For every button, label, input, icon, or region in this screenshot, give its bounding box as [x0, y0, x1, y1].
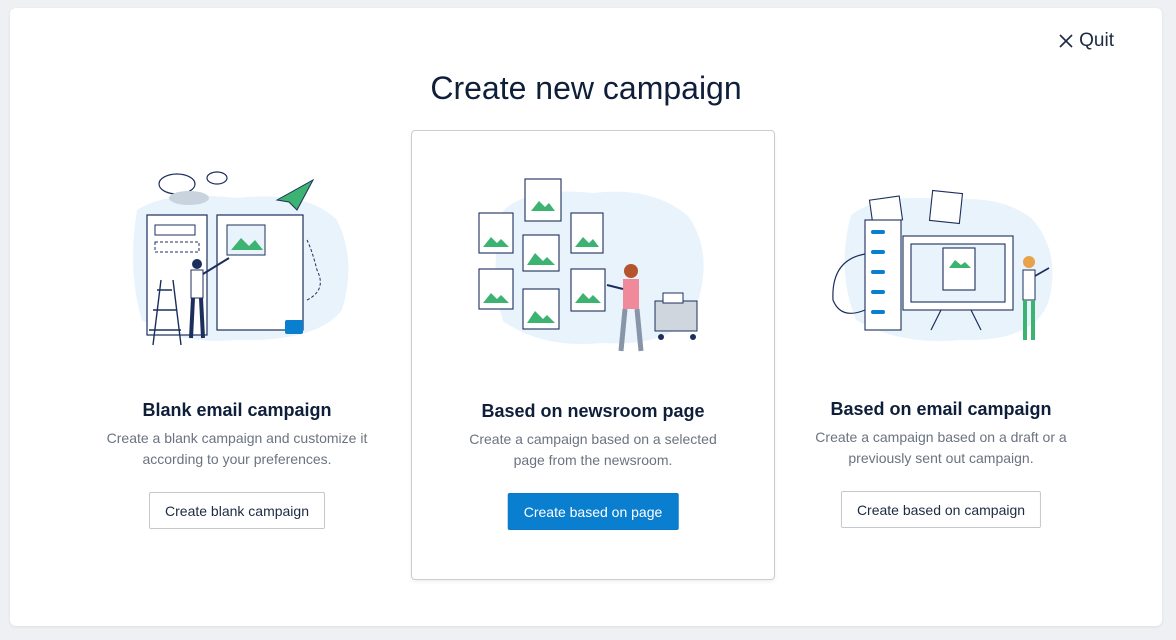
card-title: Blank email campaign — [142, 400, 332, 420]
blank-campaign-card[interactable]: Blank email campaign Create a blank camp… — [55, 130, 419, 580]
blank-campaign-illustration — [55, 170, 419, 370]
close-icon — [1059, 34, 1073, 48]
create-blank-campaign-button[interactable]: Create blank campaign — [149, 492, 325, 529]
card-description: Create a campaign based on a selected pa… — [469, 431, 717, 468]
card-description: Create a campaign based on a draft or a … — [815, 429, 1067, 466]
newsroom-page-illustration — [412, 171, 774, 371]
quit-label: Quit — [1079, 30, 1114, 51]
create-campaign-dialog: Quit Create new campaign — [10, 8, 1162, 626]
email-campaign-card[interactable]: Based on email campaign Create a campaig… — [759, 130, 1123, 580]
newsroom-page-card[interactable]: Based on newsroom page Create a campaign… — [411, 130, 775, 580]
card-title: Based on email campaign — [830, 399, 1052, 419]
email-campaign-illustration — [759, 170, 1123, 370]
dialog-title: Create new campaign — [430, 70, 742, 106]
create-based-on-campaign-button[interactable]: Create based on campaign — [840, 491, 1042, 528]
card-title: Based on newsroom page — [481, 401, 705, 421]
quit-button[interactable]: Quit — [1059, 30, 1114, 52]
card-description: Create a blank campaign and customize it… — [106, 430, 368, 467]
create-based-on-page-button[interactable]: Create based on page — [507, 493, 679, 530]
